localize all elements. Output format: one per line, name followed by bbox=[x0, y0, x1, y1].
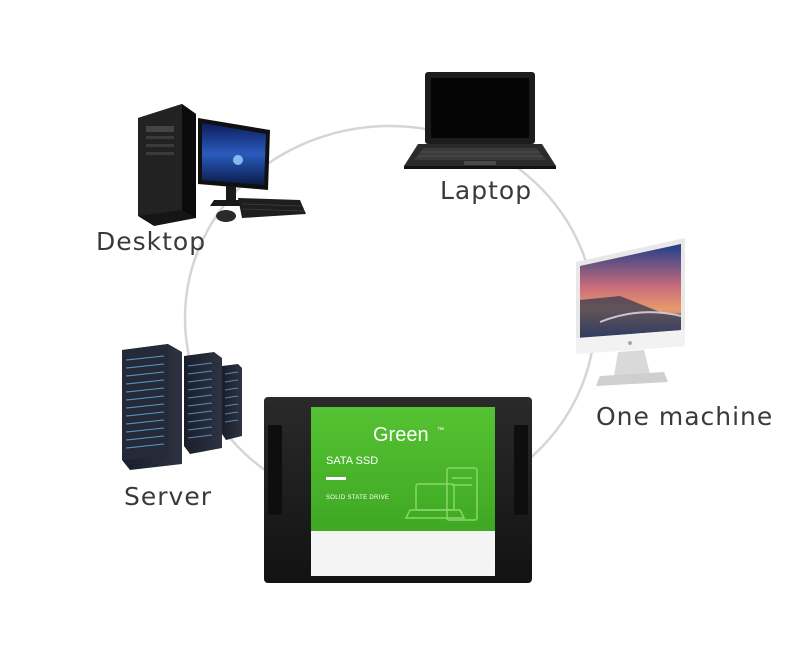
laptop-icon bbox=[404, 72, 556, 169]
ssd-drive-icon: Green ™ SATA SSD SOLID STATE DRIVE bbox=[264, 397, 532, 583]
desktop-computer-icon bbox=[138, 104, 306, 226]
ssd-label-bar bbox=[326, 477, 346, 480]
all-in-one-monitor-icon bbox=[576, 238, 685, 386]
ssd-label-devices-icon bbox=[404, 467, 478, 521]
ssd-subtitle: SOLID STATE DRIVE bbox=[326, 495, 389, 501]
ssd-brand: Green bbox=[373, 424, 429, 446]
server-rack-icon bbox=[122, 344, 242, 470]
ssd-type: SATA SSD bbox=[326, 455, 378, 467]
node-label-server: Server bbox=[124, 482, 212, 511]
node-label-laptop: Laptop bbox=[440, 176, 533, 205]
ssd-trademark: ™ bbox=[437, 427, 444, 434]
node-label-one-machine: One machine bbox=[596, 402, 774, 431]
node-label-desktop: Desktop bbox=[96, 227, 207, 256]
